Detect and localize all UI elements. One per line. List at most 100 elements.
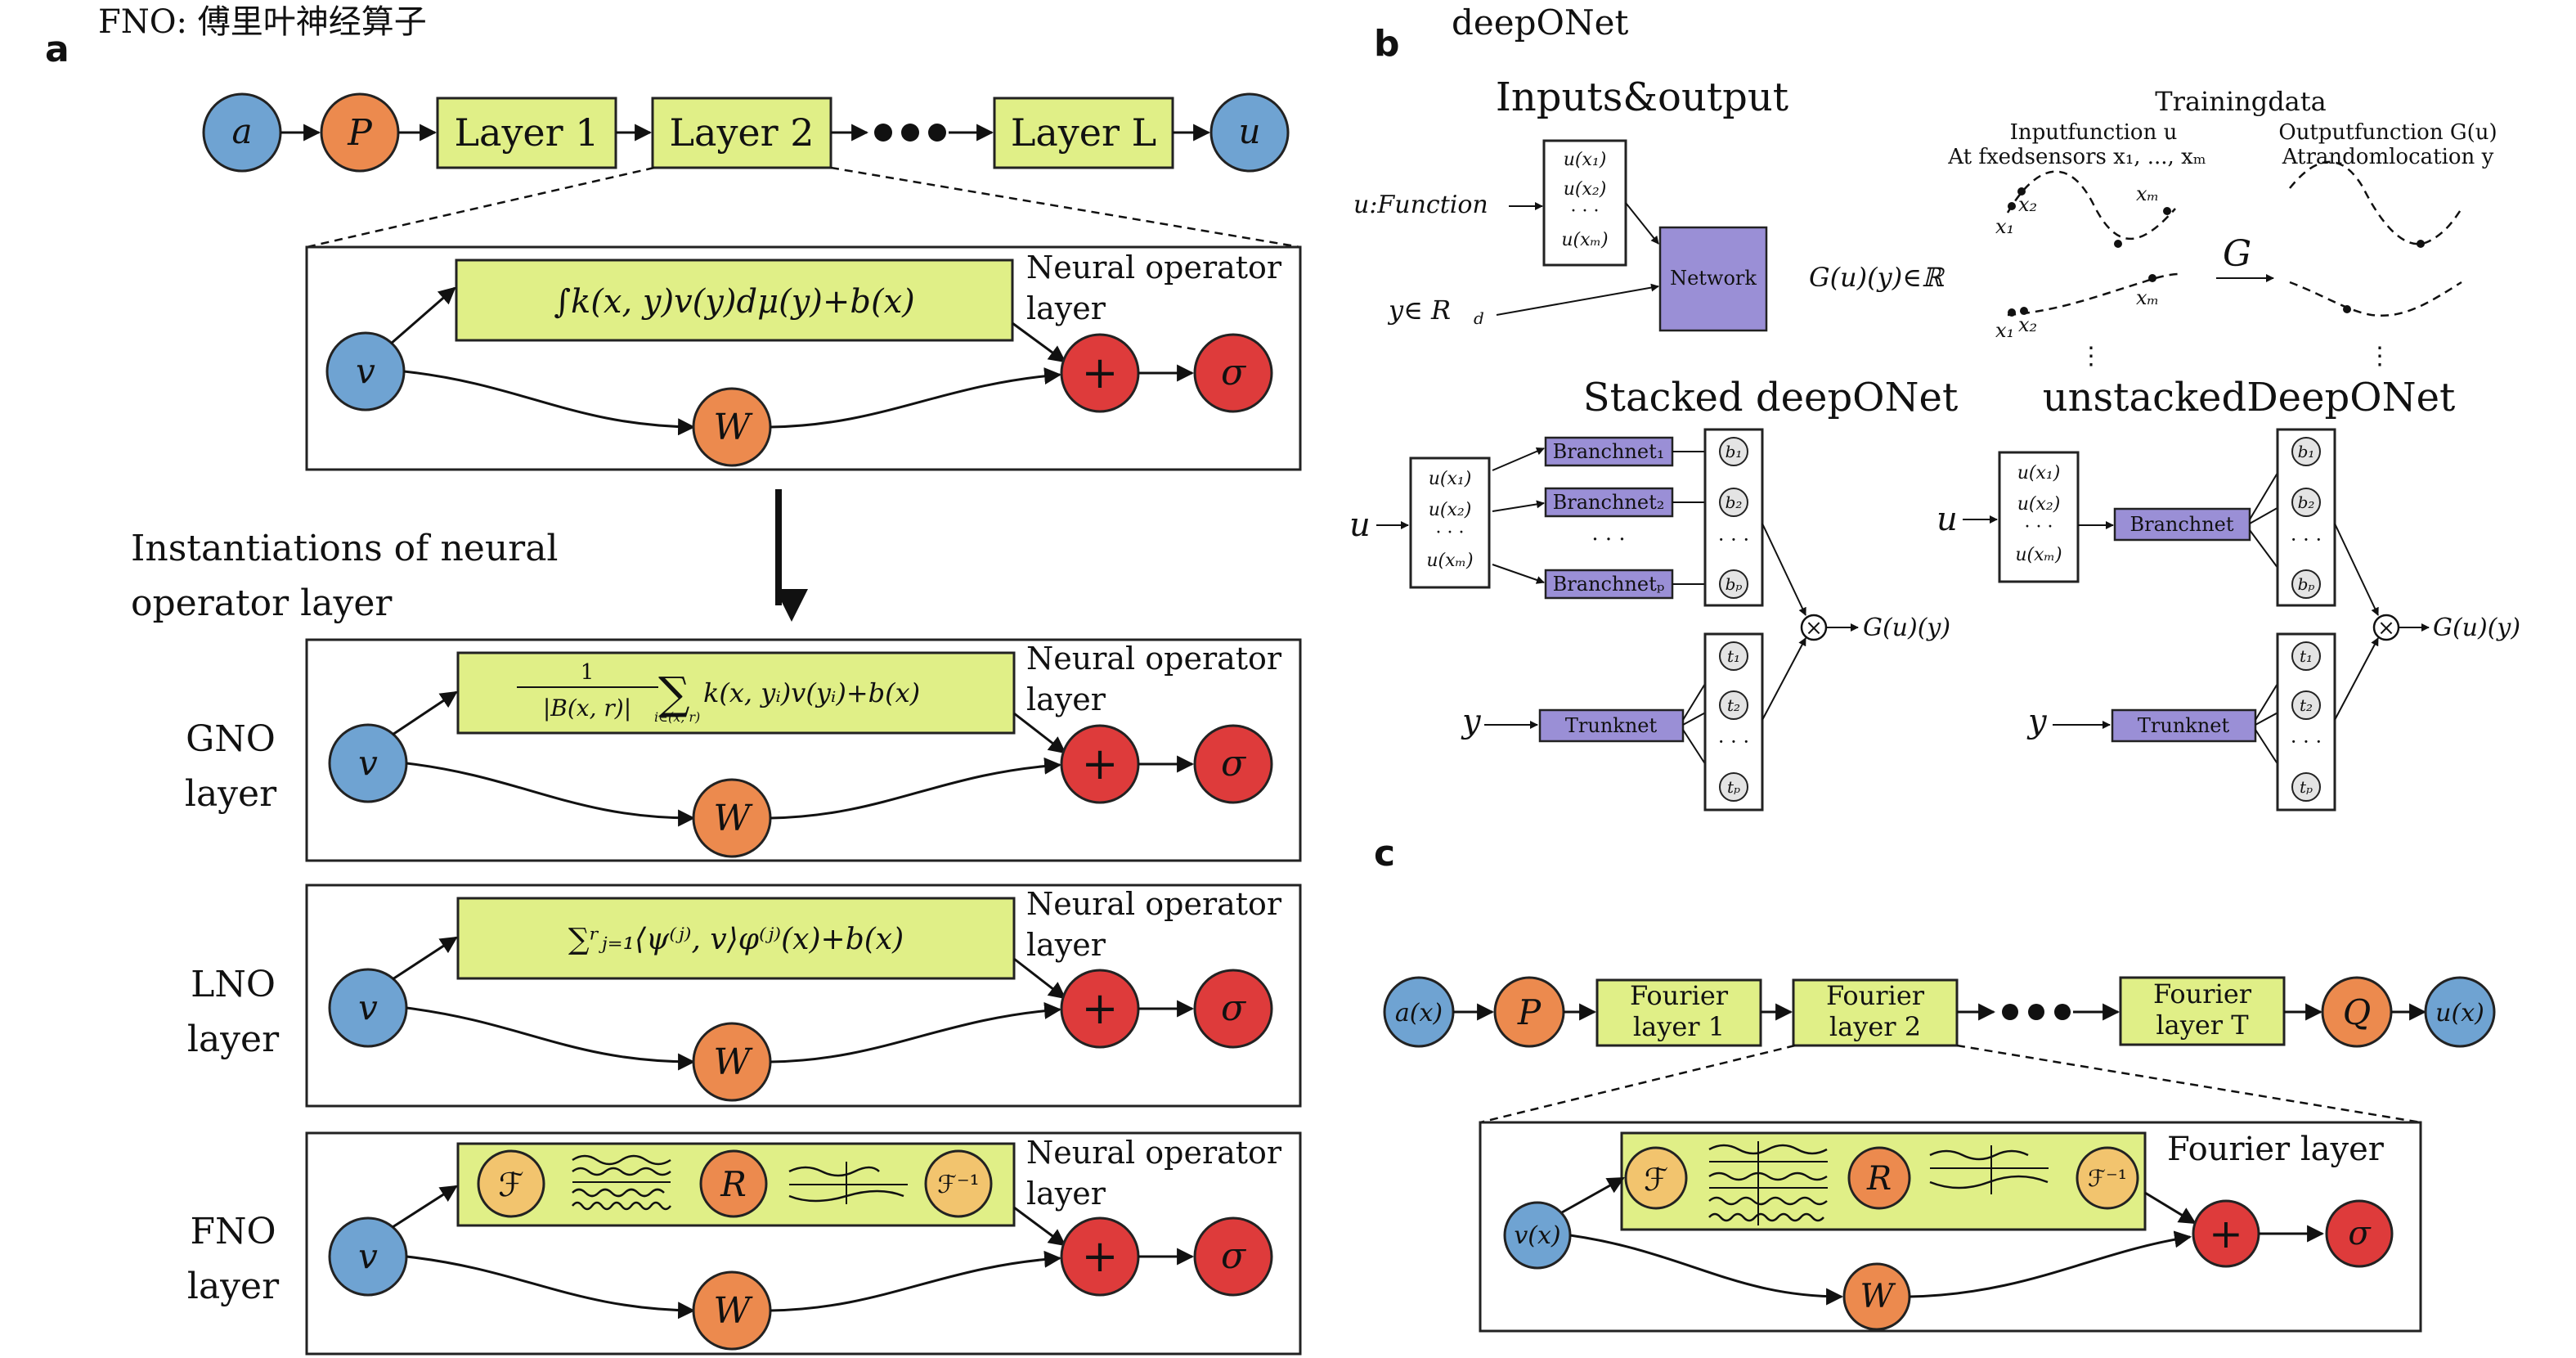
neural-operator-label-line2: layer: [1026, 290, 1106, 326]
fourier-layer-1-box: [1595, 978, 1762, 1047]
fno-name-line2: layer: [187, 1266, 280, 1307]
unstacked-t1-node: [2291, 641, 2321, 671]
c-v-label: v(x): [1514, 1221, 1560, 1250]
y-input-sub: d: [1474, 308, 1484, 328]
stacked-b2-label: b₂: [1726, 492, 1743, 512]
gno-formula-box: [456, 651, 1016, 735]
spectrum-waves-icon: [572, 1154, 671, 1211]
stacked-t2-node: [1719, 690, 1748, 720]
unstacked-sensor-2: u(x₂): [2017, 494, 2061, 515]
fourier-layer-t-line1: Fourier: [2153, 978, 2252, 1010]
stacked-t1-node: [1719, 641, 1748, 671]
r-filter-label: R: [720, 1164, 747, 1204]
unstacked-sensor-dots: · · ·: [2025, 517, 2053, 537]
neural-operator-layer: ∫k(x, y)v(y)dμ(y)+b(x) Neural operator l…: [305, 245, 1302, 471]
sensor-1: u(x₁): [1564, 150, 1607, 170]
gno-sum-symbol: ∑: [658, 668, 690, 719]
unstacked-b1-node: [2291, 437, 2321, 466]
g-operator-label: G: [2223, 233, 2251, 275]
lno-layer: LNO layer ∑ʳⱼ₌₁⟨ψ⁽ʲ⁾, v⟩φ⁽ʲ⁾(x)+b(x) Neu…: [187, 884, 1302, 1108]
lno-formula: ∑ʳⱼ₌₁⟨ψ⁽ʲ⁾, v⟩φ⁽ʲ⁾(x)+b(x): [568, 923, 904, 956]
v-label: v: [356, 351, 375, 391]
unstacked-deeponet: unstackedDeepONet u u(x₁) u(x₂) · · · u(…: [1936, 375, 2520, 812]
gno-label-line2: layer: [1026, 681, 1106, 717]
stacked-output-label: G(u)(y): [1863, 614, 1950, 642]
stacked-tp-node: [1719, 772, 1748, 802]
c-spectrum-waves-icon: [1708, 1141, 1828, 1225]
filtered-waves-icon: [788, 1162, 908, 1204]
stacked-t1-label: t₁: [1727, 646, 1740, 666]
panel-a: a FNO: 傅里叶神经算子 a P Layer 1 Layer 2 Layer…: [45, 3, 1302, 1356]
unstacked-tp-node: [2291, 772, 2321, 802]
c-ellipsis-dot: [2028, 1004, 2044, 1020]
c-q-label: Q: [2343, 992, 2371, 1032]
sensor-m: u(xₘ): [1561, 230, 1608, 250]
fno-v-label: v: [358, 1236, 378, 1276]
fno-label-line2: layer: [1026, 1176, 1106, 1212]
unstacked-output-label: G(u)(y): [2433, 614, 2520, 642]
sensor-2: u(x₂): [1564, 179, 1607, 200]
gno-v-label: v: [358, 743, 378, 783]
branchnet-p-label: Branchnetₚ: [1553, 573, 1665, 596]
fno-sigma-label: σ: [1221, 1235, 1247, 1277]
integral-formula-box: [455, 259, 1014, 342]
stacked-t2-label: t₂: [1727, 695, 1740, 715]
c-sigma-label: σ: [2348, 1215, 2372, 1252]
stacked-bp-node: [1719, 569, 1748, 599]
u-function-label: u:Function: [1353, 191, 1488, 219]
neural-operator-label-line1: Neural operator: [1026, 250, 1282, 286]
fno-chain: a P Layer 1 Layer 2 Layer L u: [202, 92, 1290, 173]
unstacked-sensor-m: u(xₘ): [2015, 545, 2062, 565]
network-box: [1658, 226, 1768, 332]
stacked-sensor-box: [1409, 456, 1491, 589]
layer-1-label: Layer 1: [454, 110, 599, 155]
network-label: Network: [1670, 267, 1757, 290]
stacked-deeponet: Stacked deepONet u u(x₁) u(x₂) · · · u(x…: [1349, 375, 1958, 812]
gno-name-line2: layer: [185, 773, 277, 815]
fno-sum-label: +: [1081, 1230, 1118, 1282]
branchnet-1-box: [1544, 436, 1674, 467]
gno-frac-num: 1: [581, 660, 595, 685]
fourier-layer-detail: Fourier layer ℱ R ℱ⁻¹: [1479, 1121, 2422, 1333]
stacked-product-label: ×: [1805, 616, 1823, 641]
stacked-sensor-m: u(xₘ): [1426, 551, 1473, 571]
stacked-b-dots: · · ·: [1718, 528, 1749, 551]
stacked-b1-label: b₁: [1726, 442, 1743, 461]
fourier-transform-node: [477, 1149, 545, 1218]
ellipsis-dot: [901, 124, 919, 142]
gno-frac-den: |B(x, r)|: [543, 695, 631, 722]
panel-b: b deepONet Inputs&output u(x₁) u(x₂) · ·…: [1349, 2, 2520, 812]
stacked-y-label: y: [1461, 703, 1482, 740]
unstacked-sensor-1: u(x₁): [2017, 463, 2061, 483]
stacked-sensor-2: u(x₂): [1429, 500, 1472, 520]
stacked-t-dots: · · ·: [1718, 731, 1749, 753]
c-fourier-label: ℱ: [1644, 1162, 1668, 1198]
r-filter-node: [699, 1149, 768, 1218]
fno-sigma-node: [1193, 1216, 1273, 1297]
fno-layer: FNO layer ℱ R ℱ⁻¹ Neural o: [187, 1131, 1302, 1356]
c-ellipsis-dot: [2054, 1004, 2071, 1020]
unstacked-b2-node: [2291, 488, 2321, 517]
sigma-label: σ: [1221, 352, 1247, 393]
instantiations-line1: Instantiations of neural: [131, 528, 559, 569]
panel-b-letter: b: [1374, 23, 1400, 65]
lno-name-line2: layer: [187, 1019, 280, 1060]
g-output-label: G(u)(y)∈ℝ: [1809, 262, 1945, 293]
c-input-label: a(x): [1395, 999, 1443, 1027]
unstacked-t2-node: [2291, 690, 2321, 720]
c-filtered-waves-icon: [1929, 1145, 2049, 1194]
c-output-label: u(x): [2435, 999, 2484, 1027]
fourier-layer-2-box: [1792, 978, 1959, 1047]
unstacked-branchnet-label: Branchnet: [2129, 513, 2233, 536]
gno-name-line1: GNO: [186, 718, 276, 760]
gno-w-label: W: [713, 798, 753, 839]
lno-name-line1: LNO: [191, 964, 276, 1005]
unstacked-u-label: u: [1936, 501, 1958, 538]
lno-formula-box: [456, 897, 1016, 980]
training-data: Trainingdata Inputfunction u At fxedsens…: [1947, 86, 2497, 371]
fourier-layer-2-line2: layer 2: [1829, 1011, 1921, 1042]
integral-formula: ∫k(x, y)v(y)dμ(y)+b(x): [554, 283, 915, 321]
unstacked-trunknet-label: Trunknet: [2138, 714, 2230, 737]
dots-vertical-right: ⋮: [2367, 342, 2392, 371]
